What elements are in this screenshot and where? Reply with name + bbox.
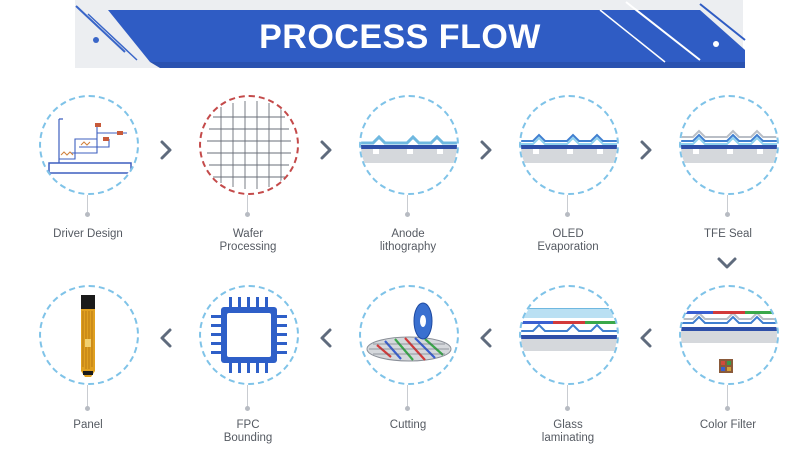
step-driver-design: Driver Design (18, 95, 158, 255)
chevron-right-icon (320, 140, 332, 160)
banner-graphic (75, 1, 746, 68)
step-label: Color Filter (699, 419, 757, 431)
chevron-left-icon (480, 328, 492, 348)
chevron-left-icon (160, 328, 172, 348)
pin-dot (405, 212, 410, 217)
step-color-filter: Color Filter (658, 285, 798, 450)
pin-dot (565, 212, 570, 217)
chevron-right-icon (640, 140, 652, 160)
chevron-right-icon (480, 140, 492, 160)
anode-layer-illustration (359, 95, 459, 195)
pin-dot (245, 406, 250, 411)
panel-illustration (39, 285, 139, 385)
glass-laminating-illustration (519, 285, 619, 385)
pin-dot (725, 212, 730, 217)
chevron-left-icon (320, 328, 332, 348)
pin-dot (725, 406, 730, 411)
cutting-illustration (359, 285, 459, 385)
step-cutting: Cutting (338, 285, 478, 450)
pin-dot (85, 406, 90, 411)
pin-dot (85, 212, 90, 217)
page-title: PROCESS FLOW (259, 18, 541, 56)
step-label: Cutting (389, 419, 427, 431)
pin-dot (565, 406, 570, 411)
chevron-left-icon (640, 328, 652, 348)
color-filter-illustration (679, 285, 779, 385)
step-tfe-seal: TFE Seal (658, 95, 798, 255)
pin-dot (245, 212, 250, 217)
step-panel: Panel (18, 285, 158, 450)
chevron-right-icon (160, 140, 172, 160)
pin-dot (405, 406, 410, 411)
oled-layer-illustration (519, 95, 619, 195)
wafer-illustration (199, 95, 299, 195)
chevron-down-icon (717, 257, 737, 269)
chip-illustration (199, 285, 299, 385)
tfe-seal-illustration (679, 95, 779, 195)
step-label: TFE Seal (704, 228, 752, 240)
step-label: Driver Design (53, 228, 123, 240)
step-label: Panel (73, 419, 103, 431)
driver-design-illustration (39, 95, 139, 195)
